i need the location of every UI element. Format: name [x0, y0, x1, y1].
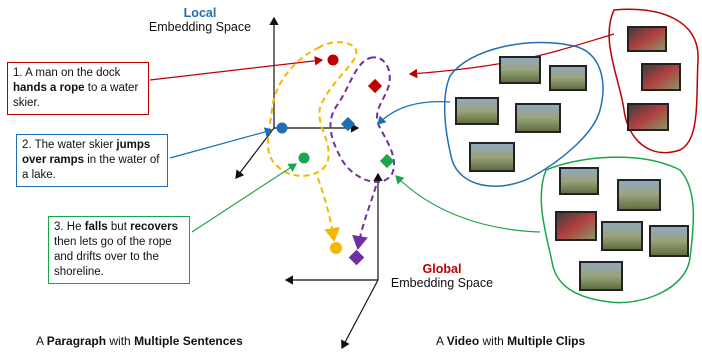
- sentence-keyword: hands a rope: [13, 82, 85, 94]
- video-frame-icon: [455, 97, 499, 125]
- sentence-2-arrow: [169, 127, 274, 159]
- global-embedding-label: Global Embedding Space: [380, 262, 504, 290]
- sentence-2-box: 2. The water skier jumps over ramps in t…: [16, 134, 168, 187]
- caption-bold: Paragraph: [46, 334, 107, 348]
- caption-text: with: [479, 334, 508, 348]
- local-embedding-label: Local Embedding Space: [138, 6, 262, 34]
- video-frame-icon: [555, 211, 597, 241]
- sentence-1-arrow: [149, 56, 324, 81]
- video-frame-icon: [649, 225, 689, 257]
- clip-green-arrow: [395, 175, 541, 233]
- global-label-title: Global: [422, 262, 462, 276]
- point-red-circle: [327, 54, 339, 66]
- video-frame-icon: [469, 142, 515, 172]
- sentence-3-box: 3. He falls but recovers then lets go of…: [48, 216, 190, 284]
- sentence-text: but: [107, 221, 131, 233]
- caption-bold: Video: [446, 334, 480, 348]
- global-cluster-outline: [329, 56, 396, 183]
- video-frame-icon: [627, 103, 669, 131]
- point-blue-circle: [276, 122, 288, 134]
- video-frame-icon: [601, 221, 643, 251]
- sentence-keyword: recovers: [130, 221, 179, 233]
- sentence-text: 3. He: [54, 221, 85, 233]
- global-axes: [284, 172, 383, 350]
- point-blue-diamond: [340, 116, 356, 132]
- caption-text: A: [36, 334, 47, 348]
- clip-cluster-blue-outline: [443, 41, 604, 187]
- local-cluster-outline: [266, 41, 358, 177]
- video-frame-icon: [499, 56, 541, 84]
- caption-text: with: [106, 334, 135, 348]
- clip-cluster-red: [627, 26, 681, 131]
- video-frame-icon: [559, 167, 599, 195]
- sentence-text: in the water of a lake.: [22, 154, 160, 181]
- global-label-subtitle: Embedding Space: [390, 276, 494, 290]
- caption-bold: Multiple Clips: [507, 334, 586, 348]
- sentence-text: 1. A man on the dock: [13, 67, 121, 79]
- video-caption: A Video with Multiple Clips: [436, 334, 585, 348]
- video-frame-icon: [627, 26, 667, 52]
- video-frame-icon: [579, 261, 623, 291]
- point-yellow-circle: [330, 242, 342, 254]
- sentence-keyword: falls: [84, 221, 108, 233]
- sentence-1-box: 1. A man on the dock hands a rope to a w…: [7, 62, 149, 115]
- point-red-diamond: [367, 78, 383, 94]
- video-frame-icon: [515, 103, 561, 133]
- clip-cluster-green: [555, 167, 689, 291]
- clip-cluster-red-outline: [608, 8, 699, 154]
- clip-cluster-blue: [455, 56, 587, 172]
- purple-trajectory: [352, 185, 377, 250]
- caption-bold: Multiple Sentences: [134, 334, 243, 348]
- point-green-circle: [298, 152, 310, 164]
- yellow-trajectory: [317, 177, 341, 242]
- video-frame-icon: [549, 65, 587, 91]
- clip-cluster-green-outline: [540, 156, 695, 304]
- point-green-diamond: [379, 153, 395, 169]
- local-label-subtitle: Embedding Space: [148, 20, 252, 34]
- sentence-text: then lets go of the rope and drifts over…: [54, 236, 172, 278]
- sentence-3-arrow: [191, 163, 298, 233]
- caption-text: A: [436, 334, 447, 348]
- local-label-title: Local: [183, 6, 217, 20]
- sentence-text: to a water skier.: [13, 82, 139, 109]
- sentence-text: 2. The water skier: [22, 139, 117, 151]
- point-purple-diamond: [348, 249, 365, 266]
- sentence-keyword: jumps over ramps: [22, 139, 151, 166]
- paragraph-caption: A Paragraph with Multiple Sentences: [36, 334, 243, 348]
- clip-blue-arrow: [377, 101, 451, 125]
- video-frame-icon: [641, 63, 681, 91]
- video-frame-icon: [617, 179, 661, 211]
